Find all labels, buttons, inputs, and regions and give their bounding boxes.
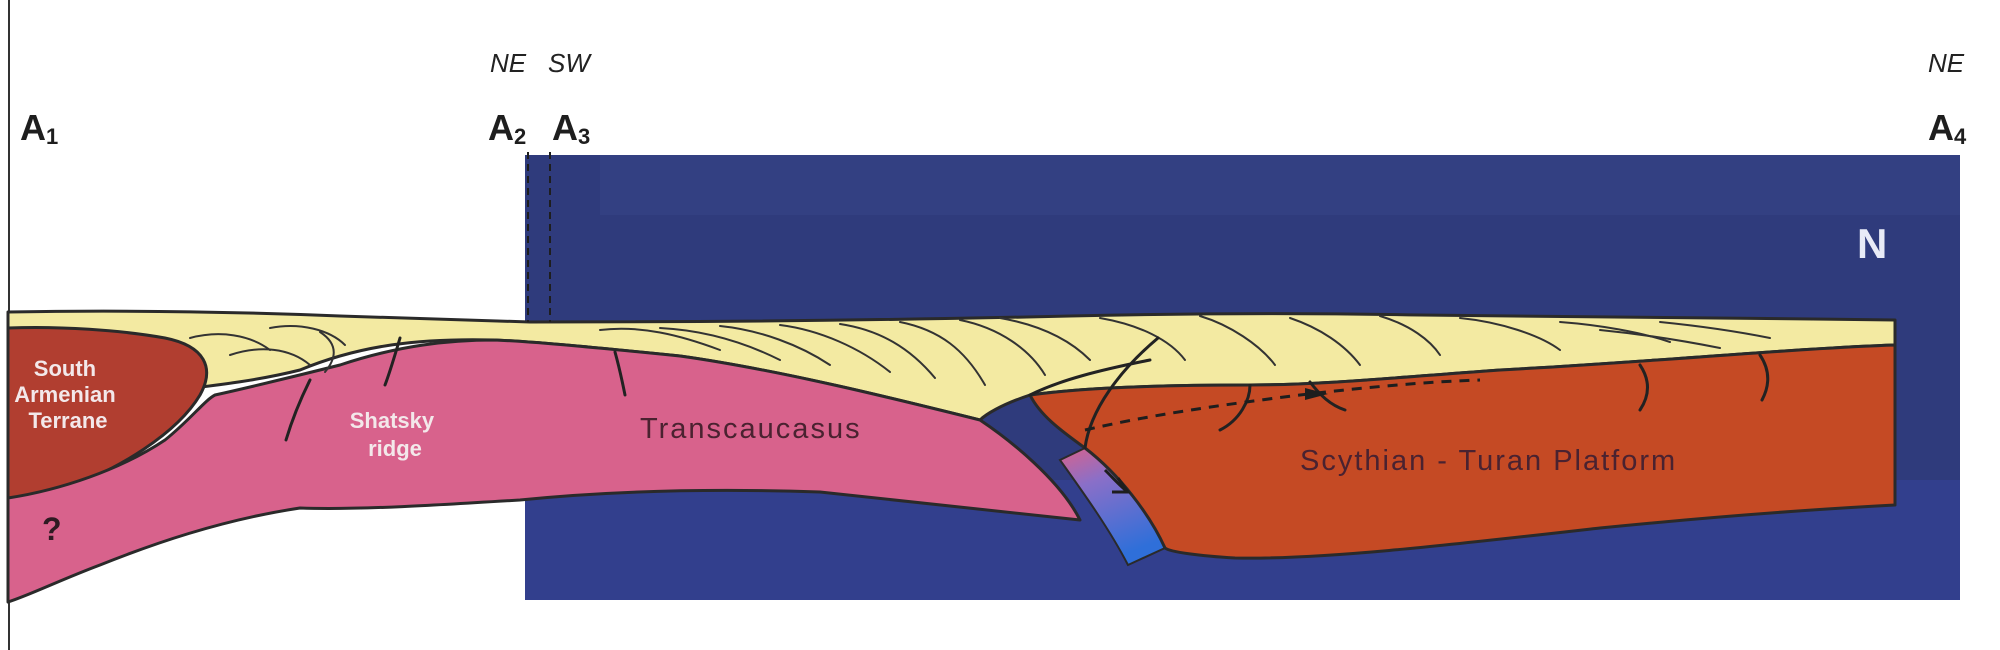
section-a3-label: A3 [552,107,590,149]
direction-ne-a2: NE [490,48,527,78]
ocean-upper-lighter [600,155,1960,215]
section-a2-label: A2 [488,107,526,149]
sediment-faults [189,315,1771,386]
transcaucasus-label: Transcaucasus [640,413,862,445]
thrust-arrow [1103,468,1131,494]
direction-sw-a3: SW [548,48,592,78]
section-a4-label: A4 [1928,107,1967,149]
crustal-faults [284,336,1770,450]
scythian-turan-label: Scythian - Turan Platform [1300,445,1677,477]
unknown-label: ? [42,511,62,547]
section-boundaries [527,152,551,322]
section-a1-label: A1 [20,107,58,149]
transcaucasus-crust [6,338,1082,604]
north-label: N [1857,220,1887,267]
direction-ne-a4: NE [1928,48,1965,78]
detachment-fault [1084,378,1481,432]
shatsky-ridge-label: Shatsky ridge [350,408,441,461]
south-armenian-terrane-label: South Armenian Terrane [14,356,122,433]
detachment-arrow [1305,388,1328,400]
